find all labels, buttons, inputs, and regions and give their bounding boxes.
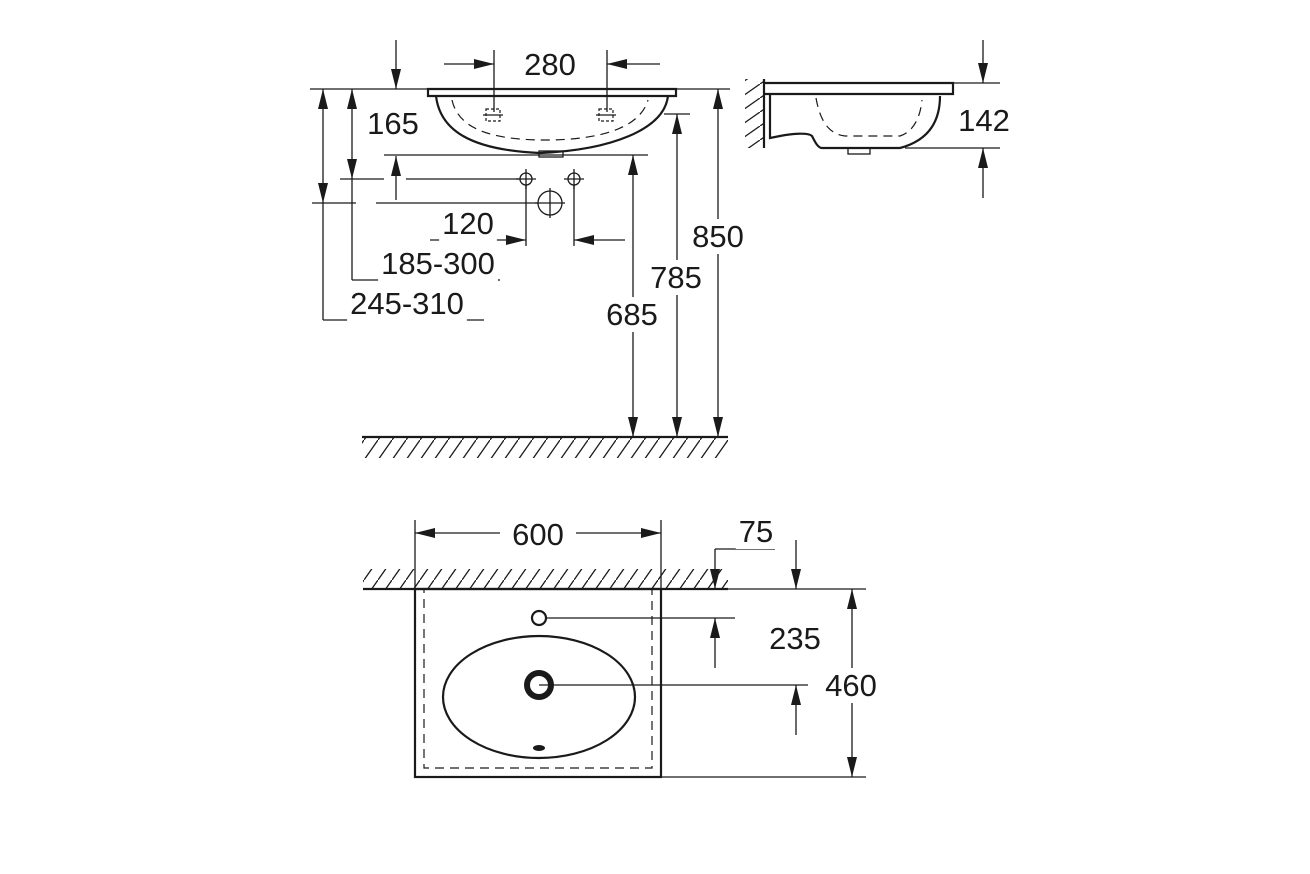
dim-245-310: 245-310 bbox=[318, 89, 484, 321]
dim-235: 235 bbox=[546, 617, 824, 668]
label-background bbox=[439, 206, 497, 241]
side-view: 142 bbox=[745, 40, 1013, 198]
waste-offset-arrow bbox=[791, 685, 801, 735]
dim-600: 600 bbox=[414, 517, 662, 589]
label-background bbox=[603, 297, 661, 332]
dim-120: 120 bbox=[430, 185, 625, 246]
dim-142-label: 142 bbox=[958, 103, 1010, 138]
label-background bbox=[521, 47, 579, 82]
label-background bbox=[378, 246, 498, 281]
side-wall-hatch bbox=[745, 79, 766, 148]
front-view: 280 165 bbox=[310, 40, 747, 458]
floor-hatch bbox=[362, 435, 728, 458]
label-background bbox=[735, 514, 777, 549]
dim-120-label: 120 bbox=[442, 206, 494, 241]
dim-685: 685 bbox=[603, 155, 661, 437]
dim-165-label: 165 bbox=[367, 106, 419, 141]
label-background bbox=[509, 517, 567, 552]
label-background bbox=[647, 260, 705, 295]
label-background bbox=[822, 668, 880, 703]
top-view: 600 75 235 bbox=[363, 514, 880, 779]
label-background bbox=[364, 106, 422, 141]
label-background bbox=[689, 219, 747, 254]
front-basin-outline bbox=[426, 87, 678, 158]
dim-785-label: 785 bbox=[650, 260, 702, 295]
dim-75-label: 75 bbox=[739, 514, 773, 549]
dim-600-label: 600 bbox=[512, 517, 564, 552]
dim-850-label: 850 bbox=[692, 219, 744, 254]
dim-460-label: 460 bbox=[825, 668, 877, 703]
dim-245-310-label: 245-310 bbox=[350, 286, 464, 321]
dim-185-300: 185-300 bbox=[347, 89, 500, 281]
dim-185-300-label: 185-300 bbox=[381, 246, 495, 281]
dim-75: 75 bbox=[710, 514, 801, 589]
dim-850: 850 bbox=[689, 89, 747, 437]
waste-outlet bbox=[535, 188, 565, 218]
dim-142: 142 bbox=[905, 40, 1013, 198]
label-background bbox=[766, 621, 824, 656]
dim-165: 165 bbox=[364, 40, 648, 200]
dim-460: 460 bbox=[661, 588, 880, 778]
dim-685-label: 685 bbox=[606, 297, 658, 332]
top-basin-outline bbox=[413, 587, 663, 779]
dim-235-label: 235 bbox=[769, 621, 821, 656]
dim-280-label: 280 bbox=[524, 47, 576, 82]
dim-280: 280 bbox=[444, 47, 660, 112]
side-basin-outline bbox=[764, 81, 955, 155]
label-background bbox=[955, 103, 1013, 138]
dim-785: 785 bbox=[647, 114, 705, 437]
top-wall-hatch bbox=[363, 569, 728, 591]
label-background bbox=[347, 286, 467, 321]
